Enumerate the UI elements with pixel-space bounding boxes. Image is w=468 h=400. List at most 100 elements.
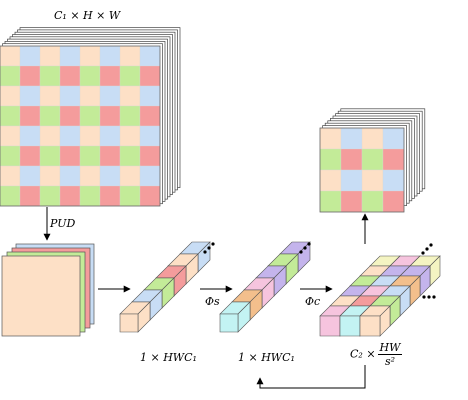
- grid-cell: [139, 65, 161, 87]
- grid-cell: [59, 65, 81, 87]
- grid-cell: [0, 125, 21, 147]
- grid-cell: [139, 145, 161, 167]
- grid-cell: [39, 185, 61, 207]
- grid-cell: [19, 65, 41, 87]
- grid-cell: [79, 185, 101, 207]
- grid-cell: [361, 127, 384, 150]
- grid-cell: [79, 85, 101, 107]
- grid-cell: [119, 125, 141, 147]
- grid-cell: [39, 65, 61, 87]
- grid-cell: [139, 125, 161, 147]
- grid-cell: [0, 85, 21, 107]
- grid-cell: [59, 125, 81, 147]
- grid-cell: [382, 169, 405, 192]
- grid-cell: [79, 125, 101, 147]
- grid-cell: [0, 45, 21, 67]
- grid-cell: [361, 148, 384, 171]
- grid-cell: [139, 45, 161, 67]
- grid-cell: [79, 65, 101, 87]
- grid-cell: [0, 65, 21, 87]
- output-feature-map: [319, 108, 426, 213]
- pud-channel-stack: [1, 243, 95, 337]
- grid-cell: [19, 105, 41, 127]
- grid-cell: [119, 85, 141, 107]
- grid-cell: [319, 148, 342, 171]
- grid-cell: [119, 165, 141, 187]
- grid-cell: [59, 165, 81, 187]
- grid-cell: [382, 127, 405, 150]
- input-dims-label: C₁ × H × W: [54, 9, 121, 22]
- grid-cell: [19, 125, 41, 147]
- grid-cell: [99, 85, 121, 107]
- grid-cell: [99, 65, 121, 87]
- cube-front: [219, 313, 239, 333]
- grid-cell: [99, 45, 121, 67]
- grid-cell: [59, 85, 81, 107]
- grid-cell: [39, 165, 61, 187]
- grid-cell: [119, 45, 141, 67]
- grid-cell: [361, 190, 384, 213]
- grid-cell: [340, 127, 363, 150]
- pud-label: PUD: [50, 217, 76, 230]
- grid-cell: [19, 85, 41, 107]
- flattened-vector-2: [219, 241, 311, 333]
- ellipsis-dots-icon: [203, 242, 436, 299]
- grid-cell: [319, 127, 342, 150]
- return-arrow-icon: [256, 365, 366, 389]
- grid-cell: [79, 105, 101, 127]
- grid-cell: [59, 185, 81, 207]
- grid-cell: [139, 185, 161, 207]
- vector-1-dims-label: 1 × HWC₁: [140, 351, 197, 364]
- grid-cell: [99, 145, 121, 167]
- grid-cell: [319, 169, 342, 192]
- grid-cell: [119, 185, 141, 207]
- grid-cell: [79, 165, 101, 187]
- grid-cell: [0, 145, 21, 167]
- grid-cell: [0, 165, 21, 187]
- grid-cell: [0, 105, 21, 127]
- grid-cell: [19, 185, 41, 207]
- pud-channel-layer: [1, 255, 81, 337]
- vector-2-dims-label: 1 × HWC₁: [238, 351, 295, 364]
- grid-cell: [39, 125, 61, 147]
- grid-cell: [59, 45, 81, 67]
- grid-cell: [19, 45, 41, 67]
- grid-cell: [361, 169, 384, 192]
- flattened-vector-1: [119, 241, 211, 333]
- grouped-channel-block: [319, 255, 441, 337]
- grid-border: [0, 45, 161, 207]
- grid-cell: [382, 148, 405, 171]
- grid-cell: [382, 190, 405, 213]
- grid-cell: [340, 148, 363, 171]
- grid-cell: [340, 190, 363, 213]
- grid-cell: [39, 145, 61, 167]
- grid-cell: [0, 185, 21, 207]
- grid-cell: [99, 185, 121, 207]
- grid-border: [319, 127, 405, 213]
- grid-cell: [39, 105, 61, 127]
- phi-c-label: Φc: [305, 295, 321, 308]
- cube-front: [119, 313, 139, 333]
- grid-cell: [340, 169, 363, 192]
- grid-cell: [19, 165, 41, 187]
- grid-cell: [79, 45, 101, 67]
- cube-front: [359, 315, 381, 337]
- grid-cell: [139, 105, 161, 127]
- grid-cell: [119, 105, 141, 127]
- output-dims-numerator: HW: [377, 341, 403, 355]
- input-feature-map: [0, 27, 181, 207]
- grid-cell: [139, 85, 161, 107]
- grid-cell: [39, 85, 61, 107]
- output-dims-prefix: C₂ ×: [350, 347, 376, 361]
- cube-front: [319, 315, 341, 337]
- grid-cell: [139, 165, 161, 187]
- grid-cell: [79, 145, 101, 167]
- grid-cell: [39, 45, 61, 67]
- grid-cell: [99, 125, 121, 147]
- grid-cell: [99, 165, 121, 187]
- grid-cell: [119, 145, 141, 167]
- grid-cell: [99, 105, 121, 127]
